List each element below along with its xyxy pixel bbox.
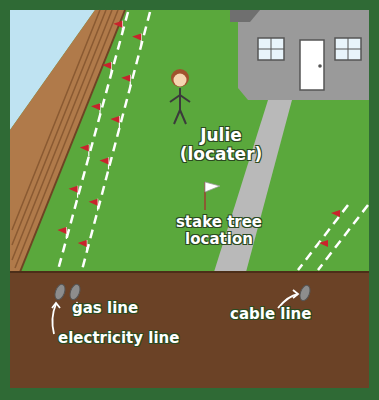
person-label: Julie (locater) [176,126,266,163]
stake-label: stake tree location [160,214,278,247]
pipe-label: electricity line [58,330,228,347]
pipe-label: gas line [72,300,152,317]
pipe-label: cable line [230,306,340,323]
